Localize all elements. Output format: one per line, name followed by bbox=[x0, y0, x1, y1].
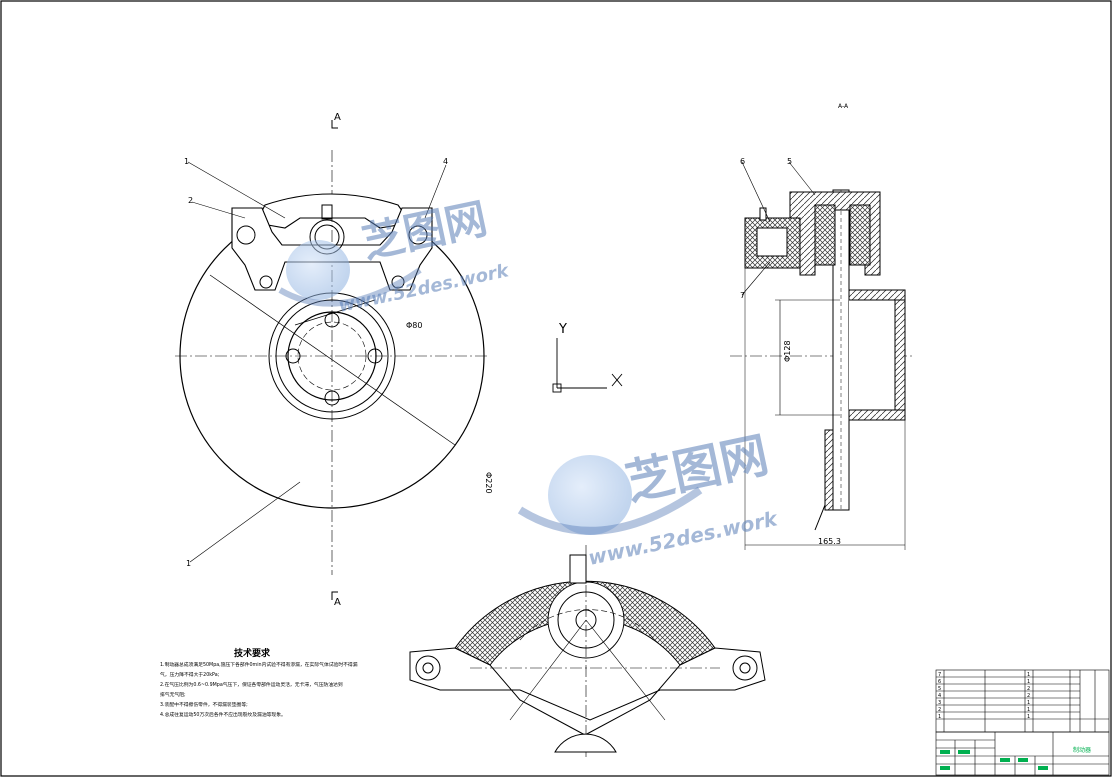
dim-disc-diameter: Φ220 bbox=[484, 472, 493, 494]
watermark-center: 芝图网 www.52des.work bbox=[517, 427, 781, 570]
ucs-icon bbox=[552, 338, 623, 393]
parts-list bbox=[935, 669, 1110, 733]
part-qty: 1 bbox=[1027, 714, 1030, 720]
balloon-4: 4 bbox=[443, 157, 448, 166]
part-no: 5 bbox=[938, 686, 941, 692]
part-qty: 1 bbox=[1027, 707, 1030, 713]
tech-req-line-2: 气，压力降不得大于20kPa; bbox=[160, 671, 220, 678]
drawing-name: 制动器 bbox=[1073, 746, 1091, 754]
balloon-1-top: 1 bbox=[184, 157, 189, 166]
balloon-5: 5 bbox=[787, 157, 792, 166]
part-no: 7 bbox=[938, 672, 941, 678]
section-view bbox=[730, 161, 912, 550]
tech-req-line-6: 4.总成往复运动50万次后各件不应出现裂纹及漏油等现象。 bbox=[160, 711, 286, 718]
part-qty: 1 bbox=[1027, 672, 1030, 678]
part-qty: 2 bbox=[1027, 693, 1030, 699]
dim-bore-diameter: Φ128 bbox=[783, 340, 792, 362]
bottom-view bbox=[409, 545, 766, 760]
part-no: 6 bbox=[938, 679, 941, 685]
front-view bbox=[175, 120, 490, 600]
balloon-1-bottom: 1 bbox=[186, 559, 191, 568]
dim-hub-diameter: Φ80 bbox=[406, 321, 422, 330]
section-mark-bottom: A bbox=[334, 597, 341, 608]
tech-req-line-3: 2.在气压比例为0.6~0.9Mpa气压下，保证各零部件运动灵活，无卡滞，气压防… bbox=[160, 681, 343, 688]
part-qty: 1 bbox=[1027, 679, 1030, 685]
balloon-2: 2 bbox=[188, 196, 193, 205]
part-no: 4 bbox=[938, 693, 941, 699]
section-mark-top: A bbox=[334, 112, 341, 123]
part-no: 1 bbox=[938, 714, 941, 720]
tech-req-line-1: 1.制动器总成须满足50Mpa,施压下各部件0min内试验不得有渗漏，在实际气体… bbox=[160, 661, 358, 668]
parts-list-rows: 7 1 6 1 5 2 4 2 3 1 2 1 1 1 bbox=[938, 672, 1030, 720]
dim-overall-width: 165.3 bbox=[818, 537, 841, 546]
tech-req-title: 技术要求 bbox=[234, 647, 271, 659]
part-no: 3 bbox=[938, 700, 941, 706]
ucs-y-label: Y bbox=[558, 322, 567, 337]
balloon-6: 6 bbox=[740, 157, 745, 166]
balloon-7: 7 bbox=[740, 291, 745, 300]
watermark-brand-center: 芝图网 bbox=[621, 427, 774, 512]
part-qty: 1 bbox=[1027, 700, 1030, 706]
watermark-url-top: www.52des.work bbox=[337, 260, 512, 317]
tech-req-line-5: 3.装配中不得擦伤零件，不得漏装垫圈等; bbox=[160, 701, 248, 708]
section-title: A-A bbox=[838, 103, 849, 110]
title-block bbox=[935, 731, 1110, 776]
part-no: 2 bbox=[938, 707, 941, 713]
part-qty: 2 bbox=[1027, 686, 1030, 692]
tech-req-line-4: 排气无气阻; bbox=[160, 691, 186, 698]
